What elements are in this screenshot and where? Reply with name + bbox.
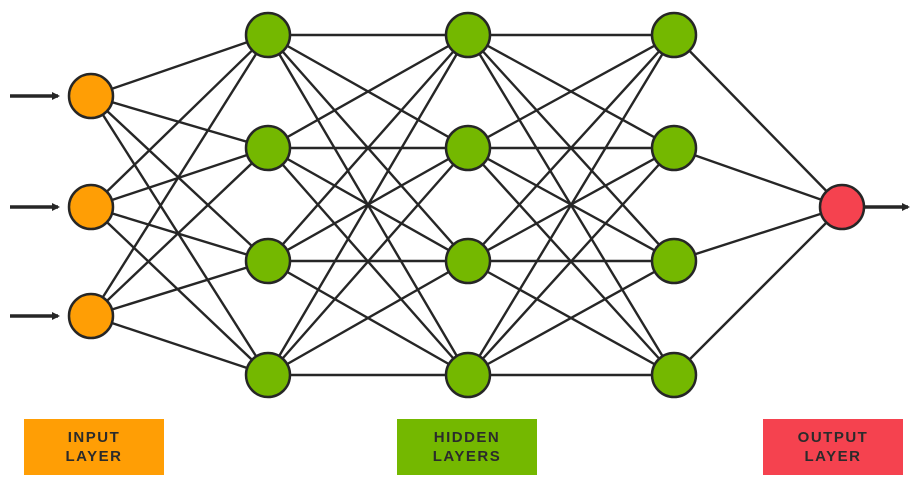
connection-line bbox=[90, 259, 269, 318]
hidden-node bbox=[444, 237, 492, 285]
connection-line bbox=[267, 259, 469, 377]
connection-line bbox=[90, 147, 269, 317]
input-node bbox=[67, 183, 115, 231]
connections bbox=[89, 33, 843, 377]
connection-line bbox=[467, 33, 675, 150]
connection-line bbox=[89, 34, 270, 317]
connection-line bbox=[467, 259, 675, 377]
io-arrows bbox=[10, 92, 910, 320]
output-node bbox=[818, 183, 866, 231]
hidden-node bbox=[650, 351, 698, 399]
connection-line bbox=[90, 33, 269, 98]
hidden-node bbox=[444, 11, 492, 59]
connection-line bbox=[90, 34, 269, 208]
input-node bbox=[67, 72, 115, 120]
connection-line bbox=[267, 34, 469, 262]
hidden-layers-label: HIDDEN LAYERS bbox=[397, 419, 537, 475]
neurons bbox=[67, 11, 866, 399]
connection-line bbox=[466, 34, 676, 376]
hidden-node bbox=[650, 237, 698, 285]
connection-line bbox=[266, 34, 470, 376]
input-layer-label: INPUT LAYER bbox=[24, 419, 164, 475]
hidden-node bbox=[650, 11, 698, 59]
connection-line bbox=[267, 147, 469, 376]
hidden-node bbox=[244, 351, 292, 399]
connection-line bbox=[467, 147, 675, 376]
connection-line bbox=[89, 95, 270, 376]
hidden-node bbox=[650, 124, 698, 172]
output-layer-label: OUTPUT LAYER bbox=[763, 419, 903, 475]
hidden-node bbox=[444, 124, 492, 172]
connection-line bbox=[467, 34, 675, 262]
input-node bbox=[67, 292, 115, 340]
connection-line bbox=[673, 146, 843, 209]
hidden-node bbox=[444, 351, 492, 399]
connection-line bbox=[267, 33, 469, 150]
connection-line bbox=[90, 205, 269, 263]
connection-line bbox=[673, 34, 843, 208]
hidden-node bbox=[244, 11, 292, 59]
connection-line bbox=[673, 206, 843, 376]
connection-line bbox=[90, 314, 269, 377]
connection-line bbox=[673, 205, 843, 263]
hidden-node bbox=[244, 124, 292, 172]
connection-line bbox=[90, 206, 269, 376]
hidden-node bbox=[244, 237, 292, 285]
